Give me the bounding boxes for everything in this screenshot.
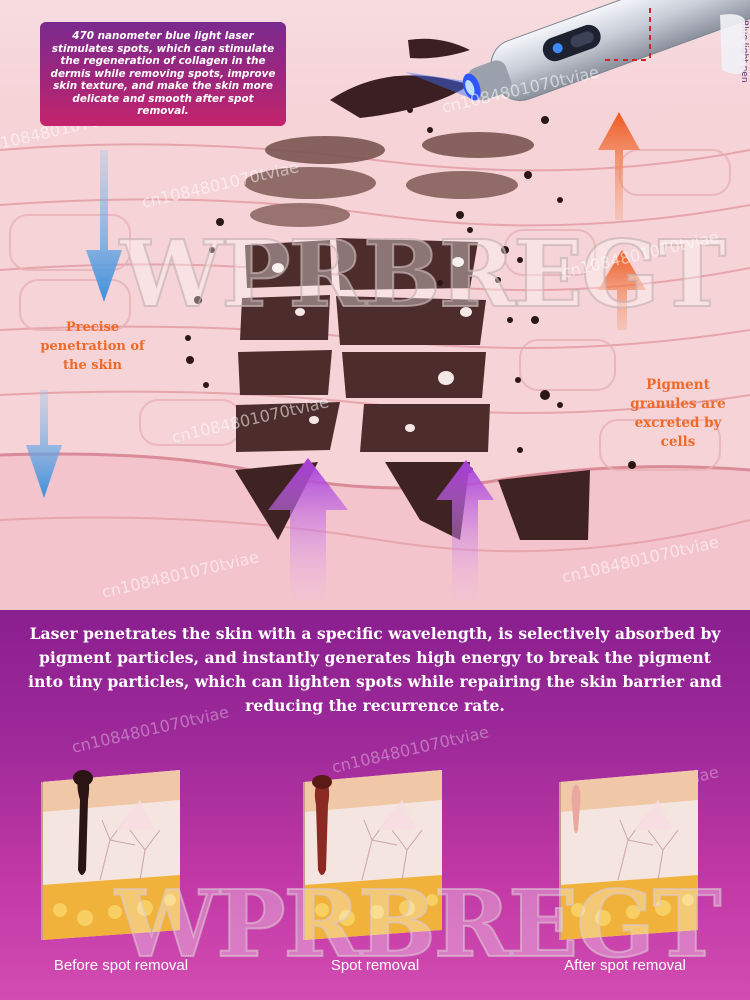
laser-pen — [462, 0, 750, 102]
pigment-excretion-label: Pigment granules are excreted by cells — [630, 377, 726, 450]
caption-during: Spot removal — [330, 957, 420, 974]
caption-before: Before spot removal — [53, 957, 189, 974]
watermark: WPRBREGT — [119, 219, 727, 329]
caption-after: After spot removal — [564, 957, 686, 974]
stage-during-diagram — [292, 760, 442, 940]
precise-penetration-label: Precise penetration of the skin — [40, 320, 145, 373]
laser-description: Laser penetrates the skin with a specifi… — [28, 624, 722, 715]
stage-before-diagram — [30, 760, 180, 940]
explanation-panel: Laser penetrates the skin with a specifi… — [0, 610, 750, 1000]
stage-after-diagram — [548, 760, 698, 940]
skin-illustration: Blue light pen WPRBREGT cn1084801070tvia… — [0, 0, 750, 610]
skin-layers-graphic: Blue light pen — [0, 0, 750, 610]
laser-info-callout: 470 nanometer blue light laser stimulate… — [40, 22, 286, 126]
watermark: WPRBREGT — [114, 869, 722, 979]
